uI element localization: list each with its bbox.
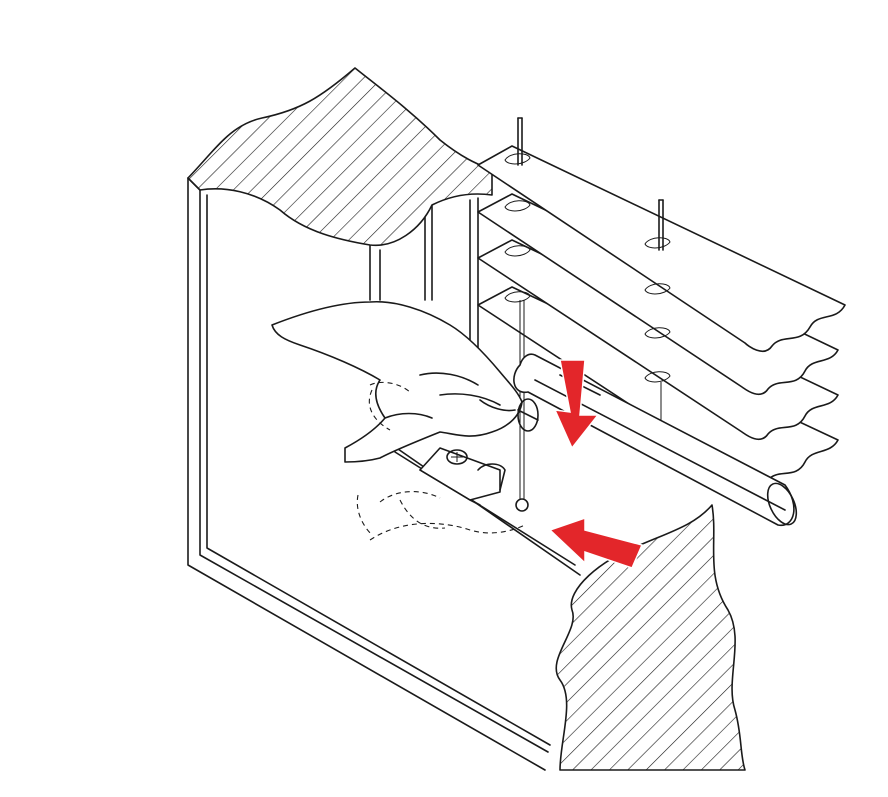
slat-1 bbox=[477, 145, 846, 352]
red-arrow-down-icon bbox=[553, 359, 600, 450]
wall-cutaway-bottom bbox=[555, 504, 746, 771]
mounting-bracket bbox=[419, 447, 529, 512]
red-arrow-left-icon bbox=[548, 516, 644, 569]
wall-cutaway-top bbox=[187, 67, 493, 247]
hand bbox=[271, 300, 539, 541]
blind-slats bbox=[477, 117, 846, 500]
